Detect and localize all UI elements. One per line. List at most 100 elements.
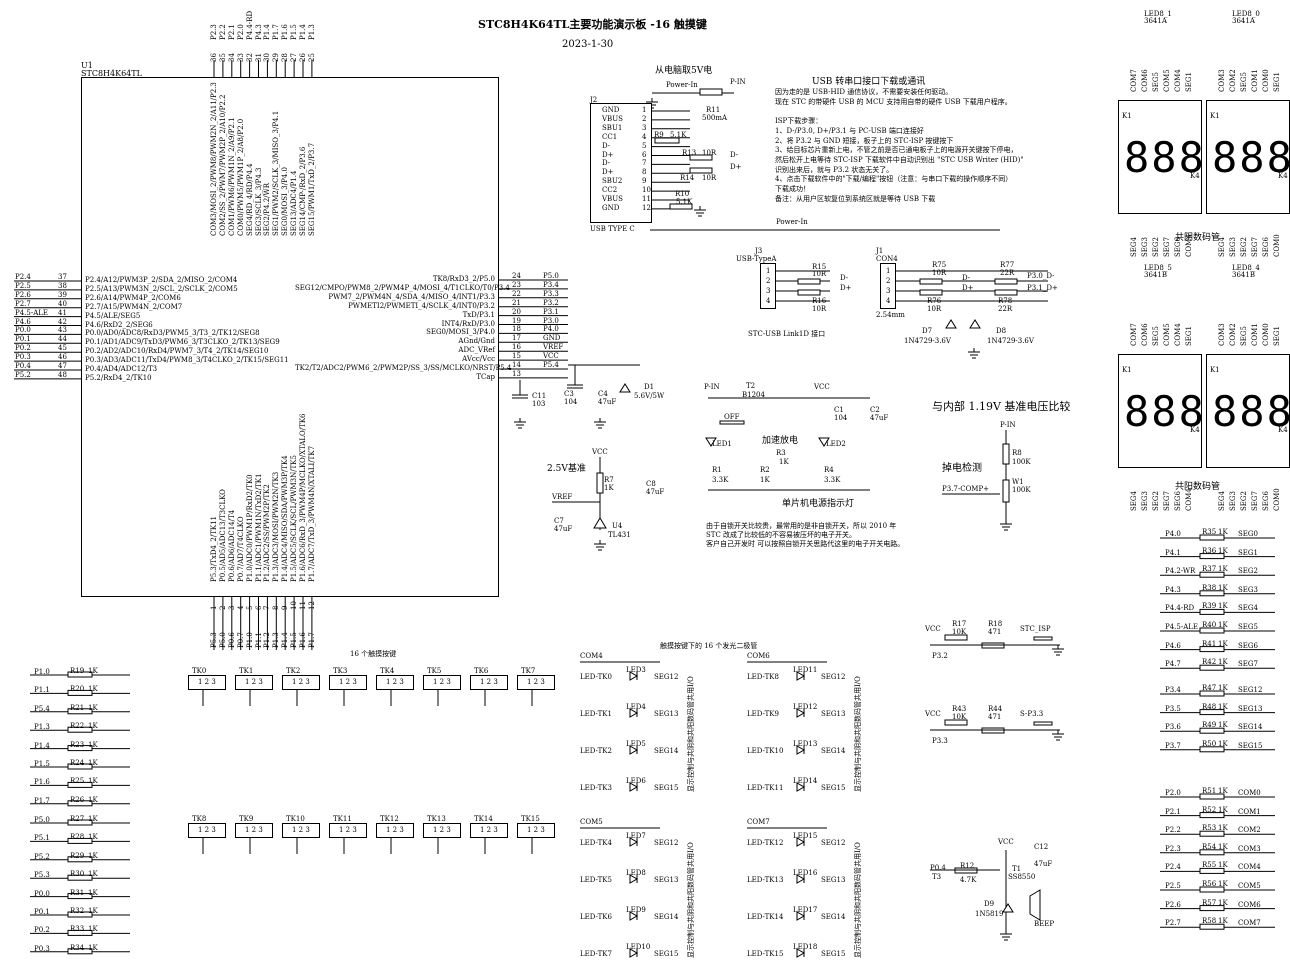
r12-value: 4.7K bbox=[960, 876, 977, 884]
led-display-top-pin: SEG1 bbox=[1185, 72, 1193, 92]
j1-dplus: D+ bbox=[962, 284, 974, 292]
seg-res-a-ref: R39 bbox=[1202, 602, 1217, 611]
isp-note-line: 备注：从用户区软复位到系统区就是等待 USB 下载 bbox=[775, 194, 936, 203]
touch-row2-res-ref: R32 bbox=[70, 907, 85, 915]
touch-led-symbol bbox=[629, 745, 639, 755]
touch-led-seg: SEG15 bbox=[821, 950, 846, 958]
mcu-right-pin-signal: P5.0 bbox=[543, 272, 559, 280]
touch-row2-key-body bbox=[376, 823, 414, 838]
r4-value: 3.3K bbox=[824, 476, 841, 484]
touch-row2-res-value: 1K bbox=[88, 870, 98, 879]
r75 bbox=[919, 278, 943, 285]
mcu-bottom-pin-number: 3 bbox=[227, 605, 236, 610]
c2-value: 47uF bbox=[870, 414, 889, 422]
touch-led-symbol bbox=[796, 782, 806, 792]
seg-res-a-seg: SEG1 bbox=[1238, 548, 1258, 557]
touch-row1-key-pins: 1 2 3 bbox=[245, 678, 263, 686]
mcu-bottom-pin-signal: P1.0 bbox=[245, 632, 254, 648]
j1-pin-number: 1 bbox=[886, 267, 891, 275]
seg-res-c-ref: R54 bbox=[1202, 842, 1217, 851]
mcu-bottom-pin-number: 4 bbox=[236, 605, 245, 610]
touch-row1-res-value: 1K bbox=[88, 685, 98, 694]
seg-res-a-net: P4.7 bbox=[1165, 660, 1181, 669]
led-display-top-pin: SEG5 bbox=[1152, 72, 1160, 92]
r16 bbox=[797, 289, 821, 296]
mcu-left-pin-signal: P0.3 bbox=[15, 353, 31, 362]
usb-pin-in-label: P-IN bbox=[730, 78, 746, 86]
seg-res-c-value: 1K bbox=[1218, 805, 1228, 814]
mcu-right-pin-number: 19 bbox=[512, 316, 521, 325]
d8-ref: D8 bbox=[996, 327, 1007, 335]
mcu-left-pin-number: 47 bbox=[58, 362, 67, 370]
touch-row2-key-pins: 1 2 3 bbox=[386, 826, 404, 834]
touch-row1-net: P1.4 bbox=[34, 741, 50, 750]
usb-c-pin-name: D- bbox=[602, 159, 611, 168]
led-display-top-pin: COM1 bbox=[1251, 323, 1259, 346]
touch-row1-key-body bbox=[517, 675, 555, 690]
usb-c-pin-name: D+ bbox=[602, 168, 614, 177]
mcu-left-pin-function: P4.5/ALE/SEG5 bbox=[85, 311, 141, 320]
isp-key-button bbox=[1033, 636, 1053, 641]
mcu-top-pin-function: SEG14/CMP-/RxD_2/P3.6 bbox=[299, 146, 307, 236]
led-display-k4: K4 bbox=[1190, 426, 1200, 434]
r10-ref: R10 bbox=[675, 190, 690, 198]
touch-row2-res-ref: R33 bbox=[70, 925, 85, 934]
c11-value: 103 bbox=[532, 400, 546, 408]
mcu-right-pin-function: PWMETI2/PWMETI_4/SCLK_4/INT0/P3.2 bbox=[348, 301, 495, 310]
mcu-bottom-pin-function: P1.4/ADC4/MISO/SDA/PWM3P/TK4 bbox=[281, 455, 290, 582]
touch-row2-key-body bbox=[329, 823, 367, 838]
c12-value: 47uF bbox=[1034, 860, 1053, 868]
touch-row2-res-value: 1K bbox=[88, 925, 98, 934]
seg-res-a-net: P4.4-RD bbox=[1165, 604, 1195, 613]
touch-row1-key-pins: 1 2 3 bbox=[480, 678, 498, 686]
r78 bbox=[994, 289, 1018, 296]
mcu-left-pin-signal: P0.4 bbox=[15, 362, 31, 370]
led-display-top-pin: COM1 bbox=[1251, 69, 1259, 92]
led-display-ref: LED8_1 bbox=[1144, 10, 1172, 18]
touch-led-net: LED-TK15 bbox=[747, 950, 784, 958]
seg-res-b-value: 1K bbox=[1218, 684, 1228, 692]
mcu-right-pin-number: 20 bbox=[512, 307, 521, 316]
ps-note-line: 由于自锁开关比较贵，最常用的是非自锁开关，所以 2010 年 bbox=[706, 522, 897, 530]
led-display-bottom-pin: COM0 bbox=[1273, 488, 1281, 511]
mcu-top-pin-function: COM0/PWM5/PWM1P_2/A8/P2.0 bbox=[236, 118, 245, 236]
d9-value: 1N5819 bbox=[975, 910, 1004, 918]
usb-c-pin-name: GND bbox=[602, 106, 620, 114]
touch-led-symbol bbox=[629, 874, 639, 884]
isp-note-line: ISP下载步骤： bbox=[775, 117, 823, 126]
led-display-bottom-pin: SEG7 bbox=[1251, 491, 1259, 511]
touch-row1-res-value: 1K bbox=[88, 722, 98, 731]
seg-res-b-net: P3.5 bbox=[1165, 704, 1181, 713]
mcu-bottom-pin-number: 10 bbox=[290, 601, 299, 610]
mcu-left-pin-function: P0.0/AD0/ADC8/RxD3/PWM5_3/T3_2/TK12/SEG8 bbox=[85, 329, 260, 338]
led1-symbol bbox=[705, 437, 717, 447]
seg-res-a-net: P4.3 bbox=[1165, 585, 1181, 594]
seg-res-a-seg: SEG7 bbox=[1238, 660, 1258, 669]
vref-net: VREF bbox=[552, 493, 573, 501]
led-display-top-pin: SEG1 bbox=[1273, 326, 1281, 346]
touch-row1-net: P5.4 bbox=[34, 704, 50, 713]
mcu-right-pin-signal: P3.0 bbox=[543, 316, 559, 325]
led-display-top-pin: COM3 bbox=[1218, 69, 1226, 92]
touch-led-net: LED-TK1 bbox=[580, 710, 612, 718]
j1-p31: P3.1_D+ bbox=[1027, 284, 1058, 292]
r15-ref: R15 bbox=[812, 263, 827, 271]
mcu-left-pin-signal: P0.2 bbox=[15, 344, 31, 353]
touch-led-net: LED-TK3 bbox=[580, 784, 612, 792]
touch-led-symbol bbox=[629, 837, 639, 847]
usb-c-pin-number: 10 bbox=[642, 186, 651, 195]
seg-res-a-net: P4.6 bbox=[1165, 641, 1181, 650]
mcu-right-pin-signal: GND bbox=[543, 334, 561, 343]
d1-ref: D1 bbox=[644, 383, 655, 391]
touch-led-seg: SEG13 bbox=[654, 876, 679, 884]
usb-c-pin-name: D- bbox=[602, 141, 611, 150]
mcu-bottom-pin-function: P1.7/ADC7/TxD_3/PWM4N/XTALI/TK7 bbox=[307, 445, 316, 582]
led2-ref: LED2 bbox=[826, 440, 846, 448]
seg-res-c-seg: COM0 bbox=[1238, 789, 1261, 797]
touch-row2-key-body bbox=[423, 823, 461, 838]
usb-power-title: 从电脑取5V电 bbox=[655, 66, 713, 76]
seg-res-b-ref: R49 bbox=[1202, 721, 1217, 730]
seg-res-c-net: P2.2 bbox=[1165, 826, 1181, 835]
touch-row1-res-value: 1K bbox=[88, 777, 98, 786]
r11-ref: R11 bbox=[706, 106, 721, 114]
